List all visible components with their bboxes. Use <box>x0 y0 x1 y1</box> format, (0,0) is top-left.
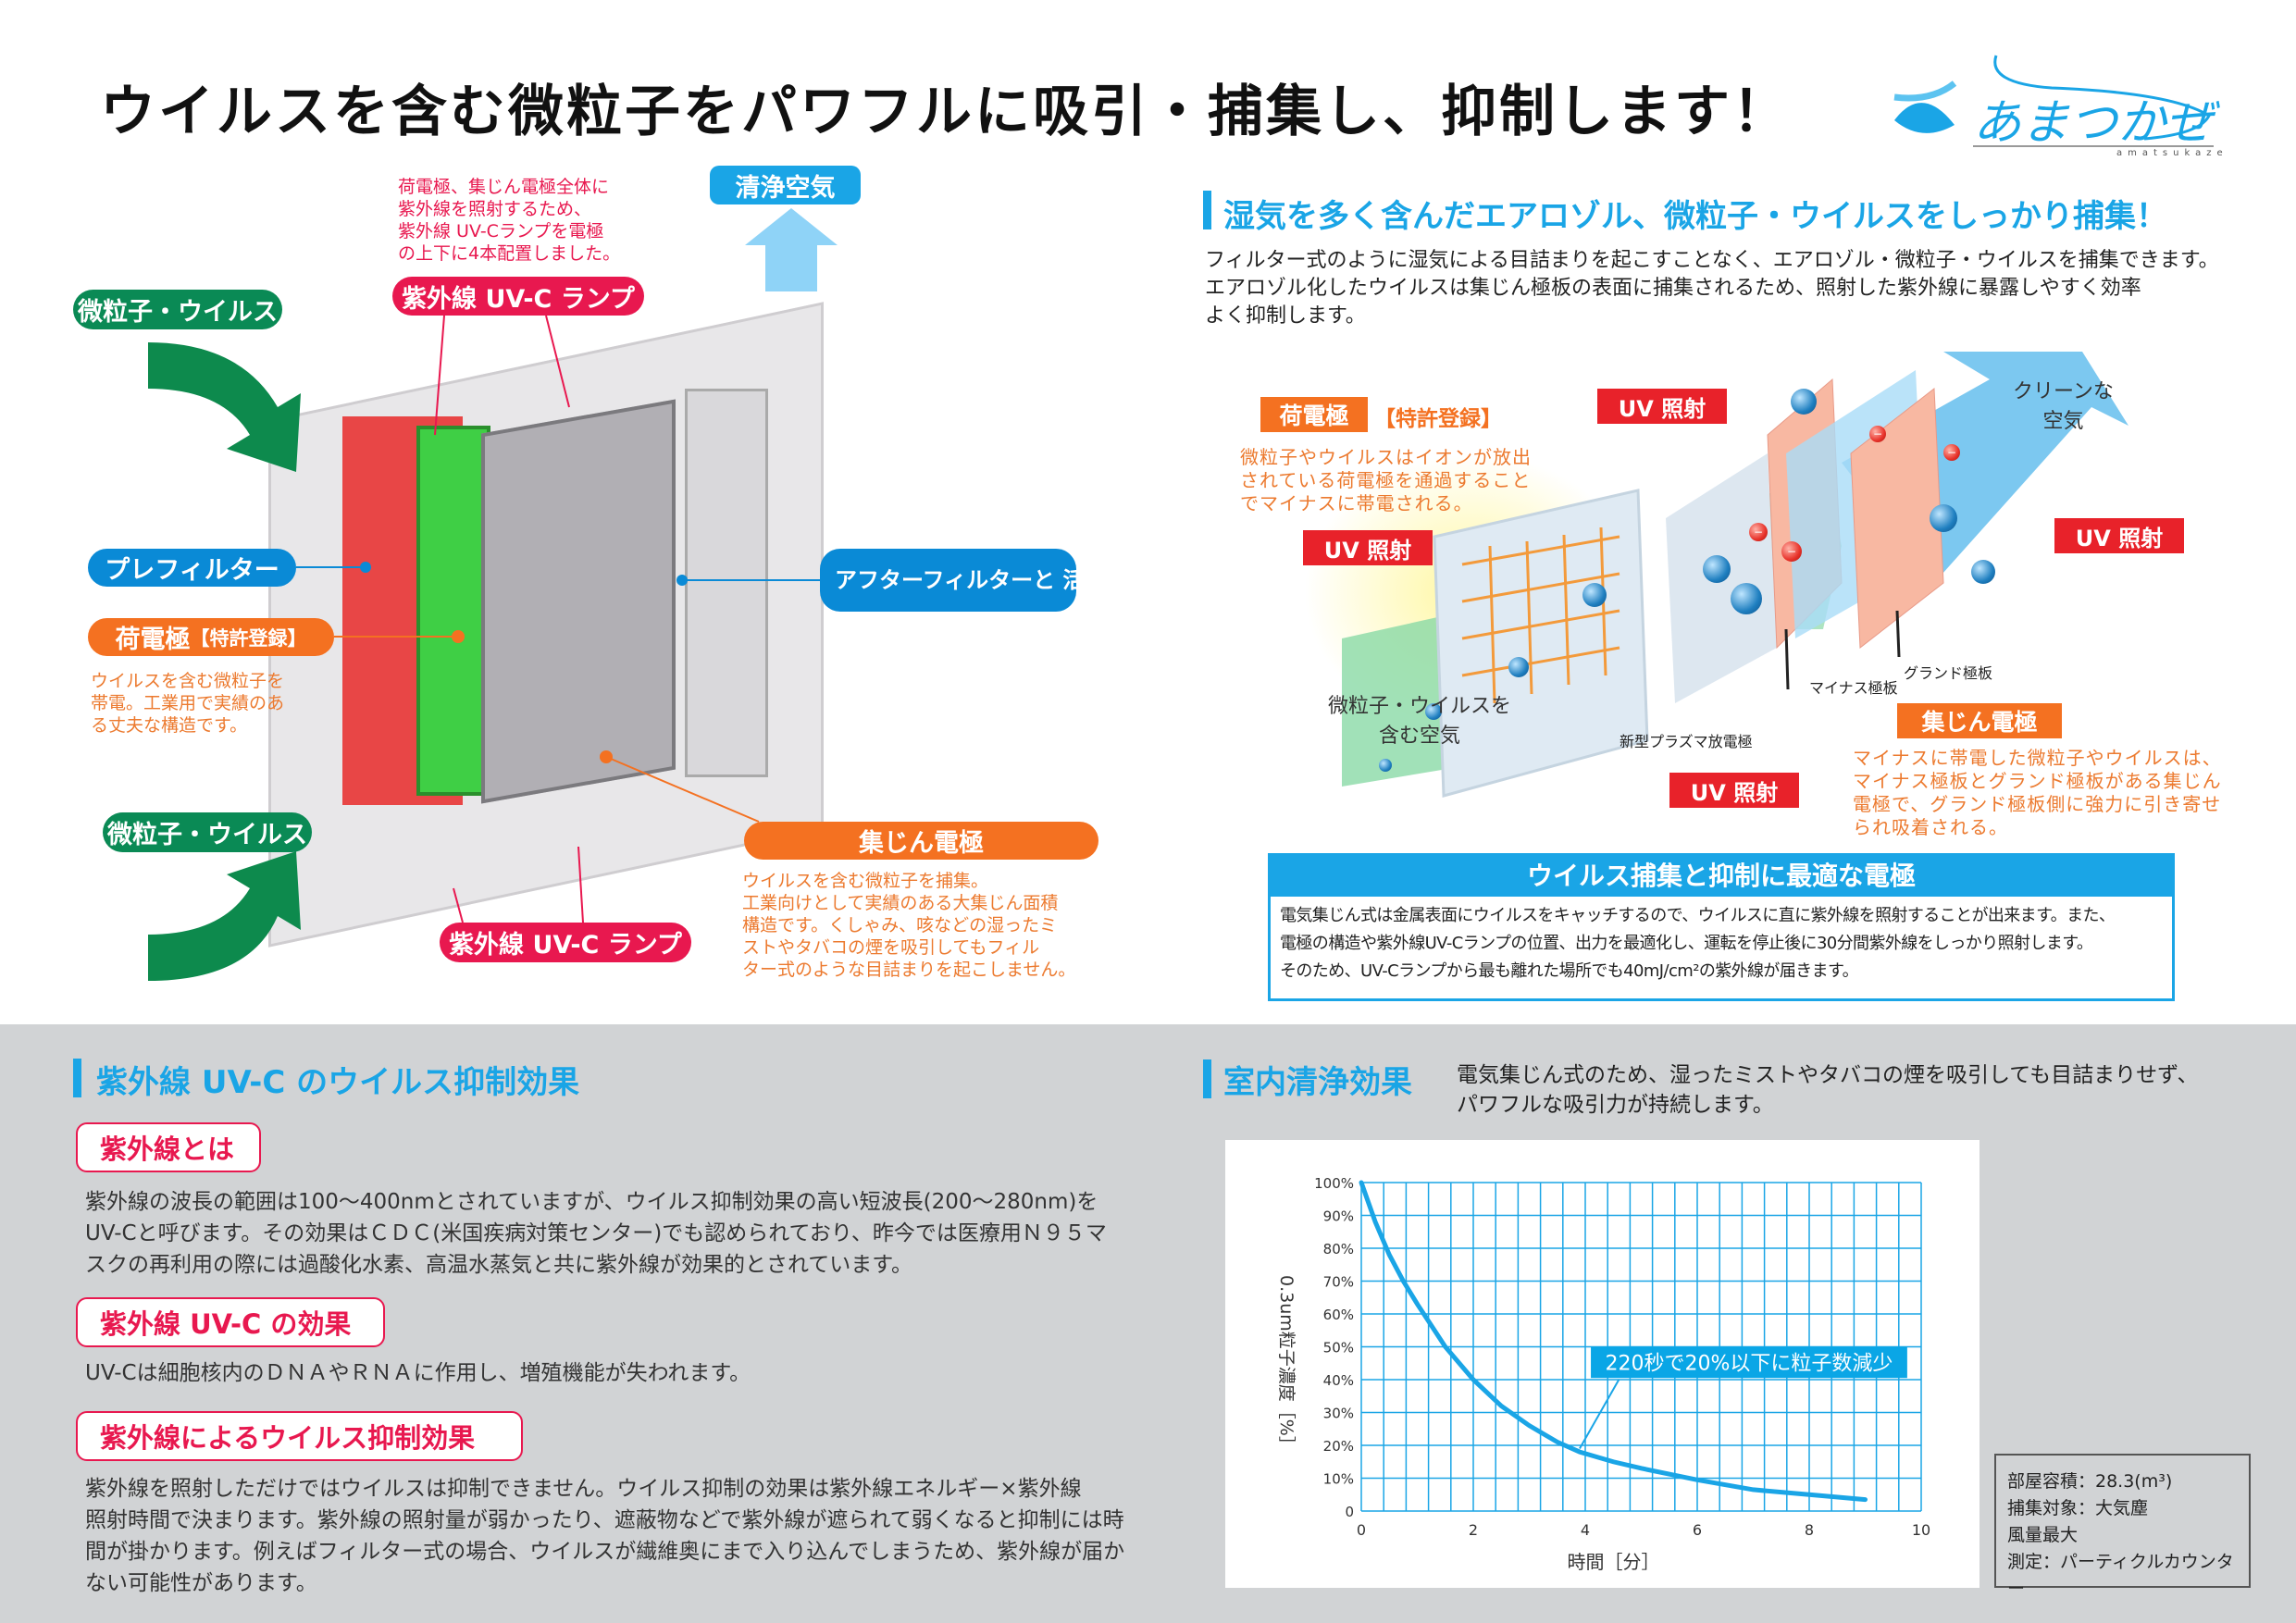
particle-dot <box>1731 583 1762 614</box>
diagram-charge-note: 微粒子やウイルスはイオンが放出 されている荷電極を通過すること でマイナスに帯電… <box>1240 446 1532 514</box>
airflow-diagram <box>1305 352 2128 798</box>
plasma-electrode-label: 新型プラズマ放電極 <box>1620 733 1753 750</box>
x-axis-label: 時間［分］ <box>1568 1551 1660 1573</box>
uvc-item-text-1: 紫外線の波長の範囲は100〜400nmとされていますが、ウイルス抑制効果の高い短… <box>85 1190 1107 1277</box>
after-filter-label: アフターフィルターと 活性炭フィルター <box>820 549 1240 612</box>
clean-air-label: 清浄空気 <box>710 166 861 204</box>
ground-plate-label: グランド極板 <box>1904 664 1993 682</box>
chart-panel: 0 10% 20% 30% 40% 50% 60% 70% 80% 90% 100% 0 2 4 6 8 10 時… <box>1225 1140 1980 1588</box>
y-tick-label: 0 <box>1345 1504 1354 1520</box>
y-tick-label: 30% <box>1323 1406 1354 1422</box>
annotation-text: 220秒で20%以下に粒子数減少 <box>1606 1353 1893 1376</box>
y-tick-label: 20% <box>1323 1438 1354 1455</box>
particle-dot <box>1971 560 1995 584</box>
uv-irradiation-label-4: UV 照射 <box>1669 773 1799 808</box>
condition-measurement: 測定：パーティクルカウンター <box>2007 1552 2234 1599</box>
particle-dot <box>1930 504 1957 532</box>
negative-charge-icon: − <box>1781 541 1802 562</box>
particle-chart: 0 10% 20% 30% 40% 50% 60% 70% 80% 90% 100% 0 2 4 6 8 10 時… <box>1276 1175 1930 1573</box>
logo-subtext: amatsukaze <box>2116 148 2228 158</box>
x-tick-label: 2 <box>1469 1521 1478 1539</box>
section-heading-capture: 湿気を多く含んだエアロゾル、微粒子・ウイルスをしっかり捕集！ <box>1223 198 2167 235</box>
indoor-section-text: 電気集じん式のため、湿ったミストやタバコの煙を吸引しても目詰まりせず、 パワフル… <box>1457 1063 2199 1117</box>
condition-target: 捕集対象：大気塵 <box>2007 1498 2149 1518</box>
negative-charge-icon: − <box>1749 523 1768 541</box>
page-title: ウイルスを含む微粒子をパワフルに吸引・捕集し、抑制します！ <box>100 80 1791 144</box>
minus-plate-2 <box>1850 388 1944 649</box>
y-tick-label: 60% <box>1323 1307 1354 1323</box>
x-tick-label: 10 <box>1912 1521 1930 1539</box>
capture-paragraph: フィルター式のように湿気による目詰まりを起こすことなく、エアロゾル・微粒子・ウイ… <box>1205 249 2219 328</box>
uvc-section-heading: 紫外線 UV-C のウイルス抑制効果 <box>96 1064 580 1101</box>
particle-dot <box>1791 389 1817 415</box>
conditions-box: 部屋容積：28.3(m³) 捕集対象：大気塵 風量最大 測定：パーティクルカウン… <box>1994 1454 2251 1599</box>
y-tick-label: 80% <box>1323 1241 1354 1258</box>
particle-dot <box>1425 703 1442 720</box>
particles-label-bottom: 微粒子・ウイルス <box>103 812 312 852</box>
charge-electrode-text: 荷電極 <box>115 626 191 654</box>
uvc-item-text-2: UV-Cは細胞核内のＤＮＡやＲＮＡに作用し、増殖機能が失われます。 <box>85 1361 751 1385</box>
y-tick-label: 10% <box>1323 1471 1354 1488</box>
y-tick-label: 70% <box>1323 1274 1354 1291</box>
diagram-charge-label: 荷電極 <box>1260 397 1368 432</box>
particle-dot <box>1379 759 1392 772</box>
y-tick-label: 90% <box>1323 1208 1354 1225</box>
charge-electrode-label: 荷電極 【特許登録】 <box>88 618 334 656</box>
diagram-collector-label: 集じん電極 <box>1897 703 2062 738</box>
collector-electrode-label: 集じん電極 <box>744 822 1098 860</box>
uv-irradiation-label-3: UV 照射 <box>2054 518 2184 553</box>
uvc-lamp-label-bottom: 紫外線 UV-C ランプ <box>440 923 691 962</box>
prefilter-label: プレフィルター <box>88 549 296 587</box>
uvc-item-title-3: 紫外線によるウイルス抑制効果 <box>76 1411 523 1461</box>
particles-label-top: 微粒子・ウイルス <box>73 290 282 329</box>
particle-dot <box>1582 583 1607 607</box>
diagram-charge-patent: 【特許登録】 <box>1374 407 1502 431</box>
series-line <box>1359 1180 1868 1503</box>
x-tick-label: 6 <box>1693 1521 1702 1539</box>
minus-plate-label: マイナス極板 <box>1809 679 1898 697</box>
x-tick-label: 8 <box>1805 1521 1814 1539</box>
lamp-note: 荷電極、集じん電極全体に 紫外線を照射するため、 紫外線 UV-Cランプを電極 … <box>398 177 621 264</box>
charge-electrode-note: ウイルスを含む微粒子を 帯電。工業用で実績のあ る丈夫な構造です。 <box>91 671 285 736</box>
negative-charge-icon: − <box>1869 426 1886 442</box>
electrode-info-box: ウイルス捕集と抑制に最適な電極 電気集じん式は金属表面にウイルスをキャッチするの… <box>1268 853 2175 1001</box>
uvc-item-title-2: 紫外線 UV-C の効果 <box>76 1297 385 1347</box>
annotation-box <box>1591 1346 1907 1379</box>
logo: あまつかぜ amatsukaze <box>1867 46 2223 158</box>
uvc-item-text-3: 紫外線を照射しただけではウイルスは抑制できません。ウイルス抑制の効果は紫外線エネ… <box>85 1477 1125 1595</box>
condition-room-volume: 部屋容積：28.3(m³) <box>2007 1471 2173 1492</box>
electrode-info-title: ウイルス捕集と抑制に最適な電極 <box>1271 856 2172 897</box>
annotation-arrow <box>1579 1379 1620 1450</box>
indoor-section-heading: 室内清浄効果 <box>1223 1064 1412 1101</box>
uvc-item-title-1: 紫外線とは <box>76 1122 261 1172</box>
electrode-info-text: 電気集じん式は金属表面にウイルスをキャッチするので、ウイルスに直に紫外線を照射す… <box>1280 906 2116 981</box>
collector-electrode-note: ウイルスを含む微粒子を捕集。 工業向けとして実績のある大集じん面積 構造です。く… <box>742 871 1076 980</box>
clean-air-arrow <box>745 208 838 291</box>
charge-electrode-patent: 【特許登録】 <box>190 626 307 650</box>
y-tick-label: 40% <box>1323 1372 1354 1389</box>
x-tick-label: 4 <box>1581 1521 1590 1539</box>
logo-text: あまつかぜ <box>1973 95 2215 151</box>
y-tick-label: 100% <box>1314 1175 1354 1192</box>
air-in-arrow-bottom <box>148 851 301 981</box>
y-tick-label: 50% <box>1323 1340 1354 1357</box>
uvc-lamp-label-top: 紫外線 UV-C ランプ <box>392 277 644 316</box>
x-tick-label: 0 <box>1357 1521 1366 1539</box>
diagram-collector-note: マイナスに帯電した微粒子やウイルスは、 マイナス極板とグランド極板がある集じん … <box>1853 747 2222 838</box>
product-illustration <box>231 278 898 948</box>
logo-swirl-icon <box>1893 55 2214 147</box>
air-in-arrow-top <box>148 342 301 472</box>
y-axis-label: 0.3um粒子濃度［%］ <box>1276 1275 1297 1454</box>
condition-airflow: 風量最大 <box>2007 1525 2079 1545</box>
diagram-input-air: 微粒子・ウイルスを 含む空気 <box>1328 695 1512 748</box>
diagram-clean-air: クリーンな 空気 <box>2013 380 2114 433</box>
airflow-arrows <box>148 342 301 981</box>
particle-dot <box>1703 555 1731 583</box>
uv-irradiation-label-2: UV 照射 <box>1303 530 1433 565</box>
uv-irradiation-label-1: UV 照射 <box>1597 389 1727 424</box>
negative-charge-icon: − <box>1943 444 1960 461</box>
particle-dot <box>1508 657 1529 677</box>
electrode-diagram: − − − − 荷電極 【特許登録】 微粒子やウイルスはイオンが放出 されている… <box>1231 352 2230 851</box>
